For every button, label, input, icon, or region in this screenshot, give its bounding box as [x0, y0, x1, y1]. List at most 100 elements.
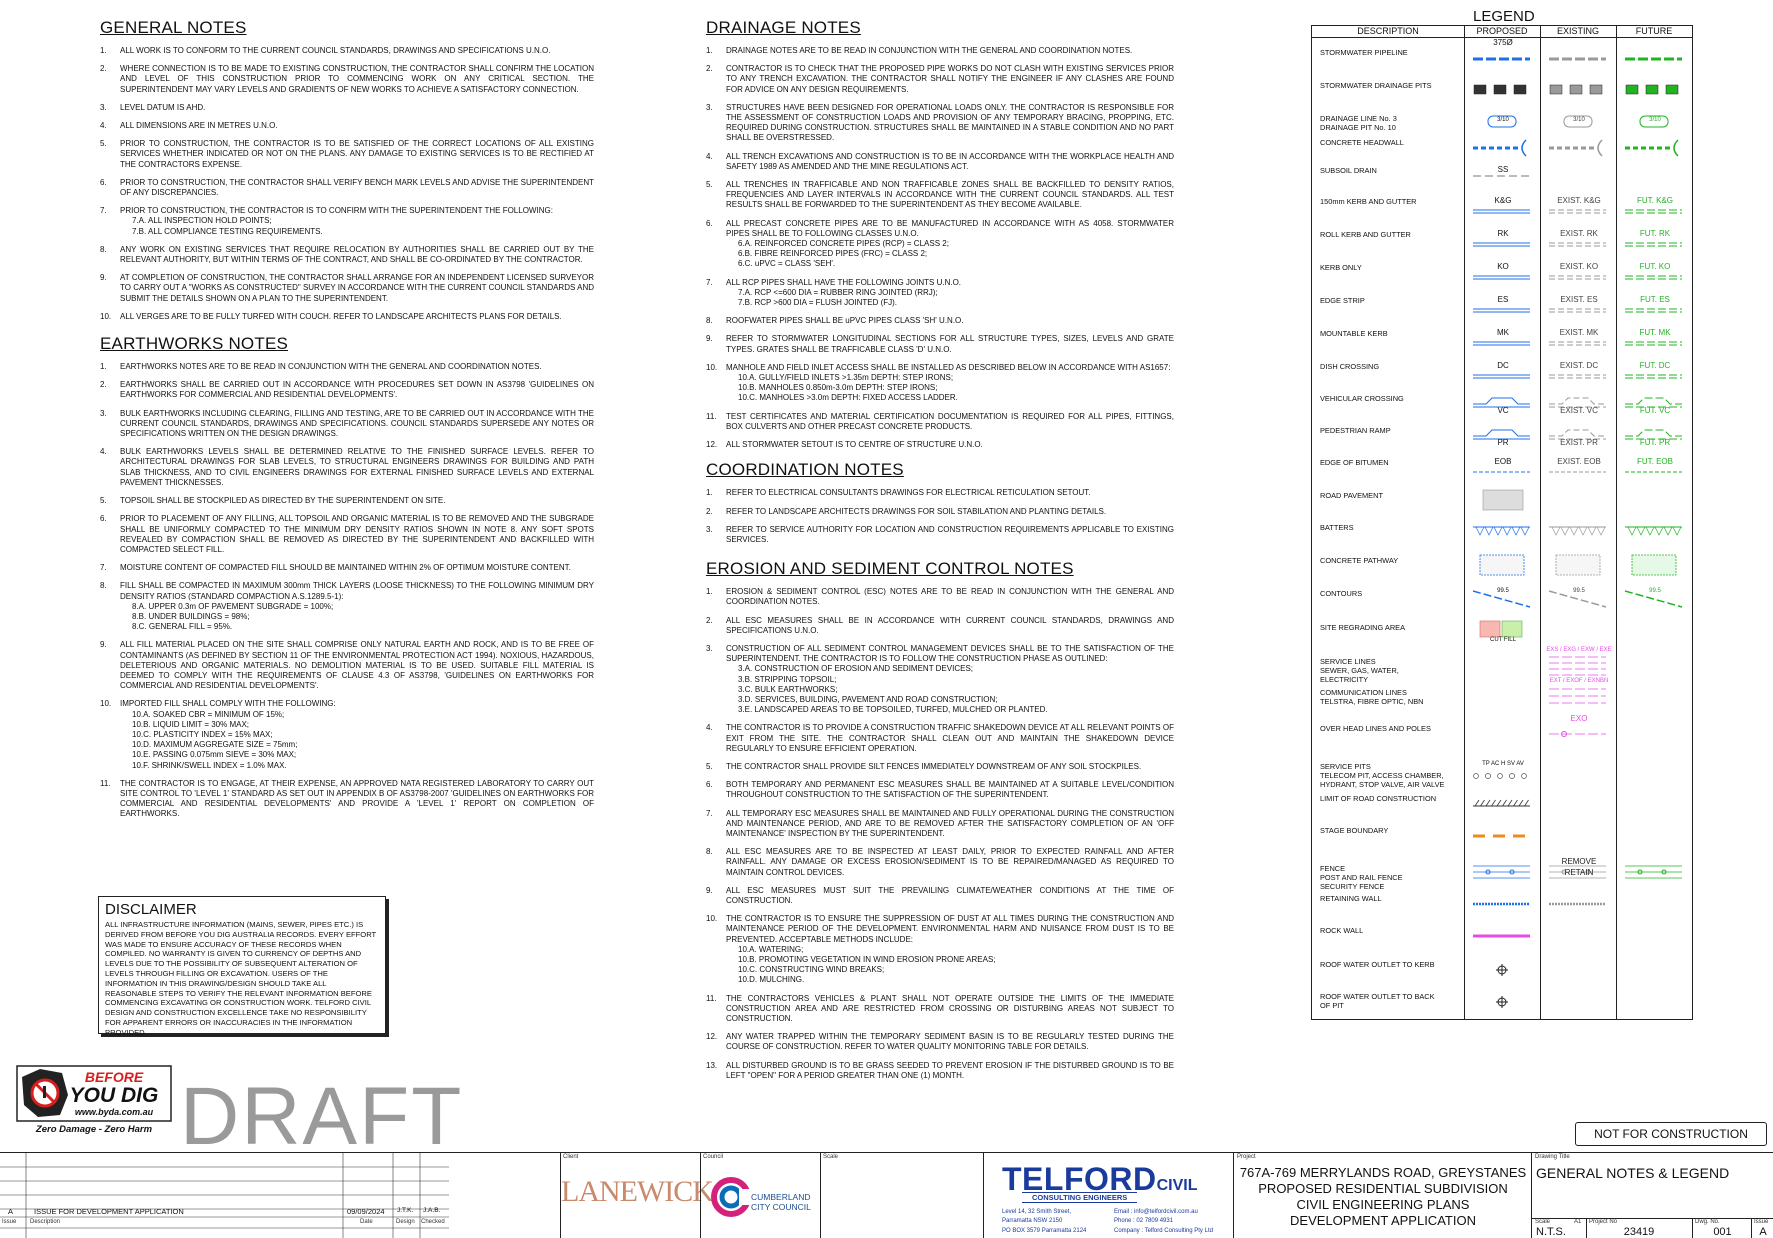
council-logo-icon: [711, 1177, 751, 1217]
note-body: ALL FILL MATERIAL PLACED ON THE SITE SHA…: [120, 640, 594, 691]
legend-cell-proposed: [1468, 860, 1538, 879]
legend-symbol: [1625, 308, 1682, 313]
legend-cell-proposed: KO: [1468, 259, 1538, 280]
note-item: 9.ALL ESC MEASURES MUST SUIT THE PREVAIL…: [706, 886, 1174, 906]
company-email: Email : info@telfordcivil.com.au: [1114, 1209, 1198, 1215]
note-text: TOPSOIL SHALL BE STOCKPILED AS DIRECTED …: [120, 496, 446, 506]
note-number: 10.: [706, 362, 718, 372]
legend-cell-future: FUT. KO: [1620, 259, 1690, 280]
note-subitem: 7.A. ALL INSPECTION HOLD POINTS;: [132, 216, 272, 226]
note-number: 12.: [706, 1032, 718, 1042]
legend-cell-label: 99.5: [1649, 588, 1661, 594]
note-text: THE CONTRACTOR IS TO ENGAGE, AT THEIR EX…: [120, 778, 594, 819]
note-item: 1.EARTHWORKS NOTES ARE TO BE READ IN CON…: [100, 362, 594, 372]
legend-cell-existing: [1544, 44, 1614, 61]
note-body: ROOFWATER PIPES SHALL BE uPVC PIPES CLAS…: [726, 316, 1174, 326]
legend-symbol: [1625, 341, 1682, 346]
note-text: ALL ESC MEASURES ARE TO BE INSPECTED AT …: [726, 847, 1174, 877]
legend-symbol: [1473, 934, 1530, 938]
legend-symbol: [1479, 620, 1523, 638]
legend-symbol: [1549, 471, 1606, 473]
note-item: 5.TOPSOIL SHALL BE STOCKPILED AS DIRECTE…: [100, 496, 594, 506]
company-address-2: Parramatta NSW 2150: [1002, 1218, 1063, 1224]
note-text: THE CONTRACTORS VEHICLES & PLANT SHALL N…: [726, 993, 1174, 1024]
legend-cell-proposed: CUT FILL: [1468, 619, 1538, 643]
note-text: WHERE CONNECTION IS TO BE MADE TO EXISTI…: [120, 64, 594, 94]
legend-cell-label: FUT. KO: [1639, 262, 1671, 271]
legend-cell-label: 3/10: [1649, 117, 1661, 123]
project-number: 23419: [1623, 1226, 1655, 1238]
note-number: 1.: [706, 587, 713, 597]
note-item: 3.REFER TO SERVICE AUTHORITY FOR LOCATIO…: [706, 525, 1174, 545]
note-item: 9.REFER TO STORMWATER LONGITUDINAL SECTI…: [706, 334, 1174, 354]
scale-value: N.T.S.: [1536, 1226, 1566, 1238]
legend-cell-future: [1620, 162, 1690, 176]
company-name: TELFORDCIVIL: [1002, 1161, 1197, 1198]
note-item: 2.REFER TO LANDSCAPE ARCHITECTS DRAWINGS…: [706, 507, 1174, 517]
byda-tagline: Zero Damage - Zero Harm: [35, 1124, 153, 1135]
legend-cell-future: [1620, 922, 1690, 936]
project-line-4: DEVELOPMENT APPLICATION: [1290, 1213, 1476, 1228]
general-notes-heading: GENERAL NOTES: [100, 18, 247, 37]
legend-cell-proposed: SS: [1468, 162, 1538, 177]
legend-cell-proposed: PR: [1468, 422, 1538, 447]
legend-symbol: [1625, 209, 1682, 214]
legend-cell-proposed: VC: [1468, 390, 1538, 415]
note-item: 2.ALL ESC MEASURES SHALL BE IN ACCORDANC…: [706, 616, 1174, 636]
note-item: 4.ALL DIMENSIONS ARE IN METRES U.N.O.: [100, 121, 594, 131]
note-item: 3.LEVEL DATUM IS AHD.: [100, 103, 594, 113]
legend-cell-existing: [1544, 822, 1614, 836]
legend-cell-future: [1620, 487, 1690, 501]
legend-symbol: [1473, 308, 1530, 313]
legend-cell-label: 3/10: [1497, 117, 1509, 123]
note-body: ANY WATER TRAPPED WITHIN THE TEMPORARY S…: [726, 1032, 1174, 1052]
legend-cell-existing: EXIST. RK: [1544, 226, 1614, 247]
note-text: FILL SHALL BE COMPACTED IN MAXIMUM 300mm…: [120, 581, 594, 601]
note-item: 3.CONSTRUCTION OF ALL SEDIMENT CONTROL M…: [706, 644, 1174, 715]
note-number: 3.: [100, 102, 107, 112]
note-number: 11.: [100, 778, 111, 788]
legend-cell-future: FUT. MK: [1620, 325, 1690, 346]
note-number: 10.: [100, 311, 112, 321]
note-subitem: 10.A. WATERING;: [738, 944, 804, 954]
revision-checked: J.A.B.: [423, 1207, 441, 1214]
revision-issue: A: [8, 1207, 14, 1216]
legend-symbol: [1472, 590, 1531, 608]
note-text: ALL DIMENSIONS ARE IN METRES U.N.O.: [120, 121, 278, 131]
note-item: 10.IMPORTED FILL SHALL COMPLY WITH THE F…: [100, 699, 594, 770]
note-text: IMPORTED FILL SHALL COMPLY WITH THE FOLL…: [120, 699, 336, 709]
legend-cell-label: DC: [1497, 361, 1509, 370]
company-name-main: TELFORD: [1002, 1161, 1157, 1197]
legend-symbol: [1549, 656, 1606, 676]
legend-symbol: [1482, 489, 1524, 511]
note-body: MOISTURE CONTENT OF COMPACTED FILL SHOUL…: [120, 563, 594, 573]
note-item: 6.PRIOR TO CONSTRUCTION, THE CONTRACTOR …: [100, 178, 594, 198]
legend-cell-existing: EXIST. KO: [1544, 259, 1614, 280]
note-item: 11.TEST CERTIFICATES AND MATERIAL CERTIF…: [706, 412, 1174, 432]
legend-cell-label: FUT. PR: [1639, 438, 1671, 447]
note-item: 3.BULK EARTHWORKS INCLUDING CLEARING, FI…: [100, 409, 594, 440]
note-number: 7.: [706, 808, 713, 818]
note-text: STRUCTURES HAVE BEEN DESIGNED FOR OPERAT…: [726, 102, 1174, 143]
legend-cell-label: EXIST. MK: [1559, 328, 1599, 337]
note-item: 5.PRIOR TO CONSTRUCTION, THE CONTRACTOR …: [100, 139, 594, 170]
note-text: ALL PRECAST CONCRETE PIPES ARE TO BE MAN…: [726, 218, 1174, 238]
note-number: 12.: [706, 440, 718, 450]
legend-header-proposed: PROPOSED: [1464, 26, 1540, 38]
revision-design: J.T.K.: [397, 1207, 414, 1214]
note-body: ALL RCP PIPES SHALL HAVE THE FOLLOWING J…: [726, 278, 1174, 309]
legend-symbol: [1625, 139, 1679, 157]
project-label: Project: [1237, 1154, 1256, 1160]
legend-cell-label: 375Ø: [1493, 38, 1513, 47]
note-text: REFER TO LANDSCAPE ARCHITECTS DRAWINGS F…: [726, 506, 1107, 516]
note-body: ALL TRENCHES IN TRAFFICABLE AND NON TRAF…: [726, 180, 1174, 211]
legend-cell-existing: [1544, 77, 1614, 95]
note-subitem: 10.B. LIQUID LIMIT = 30% MAX;: [132, 719, 250, 729]
legend-cell-existing: [1544, 619, 1614, 633]
legend-cell-label: EXT / EXOF / EXNBN: [1549, 678, 1609, 684]
legend-cell-label: 99.5: [1573, 588, 1585, 594]
legend-cell-label: K&G: [1494, 196, 1512, 205]
legend-symbol: [1473, 84, 1527, 95]
legend-cell-existing: [1544, 956, 1614, 970]
legend-symbol: [1479, 554, 1525, 576]
